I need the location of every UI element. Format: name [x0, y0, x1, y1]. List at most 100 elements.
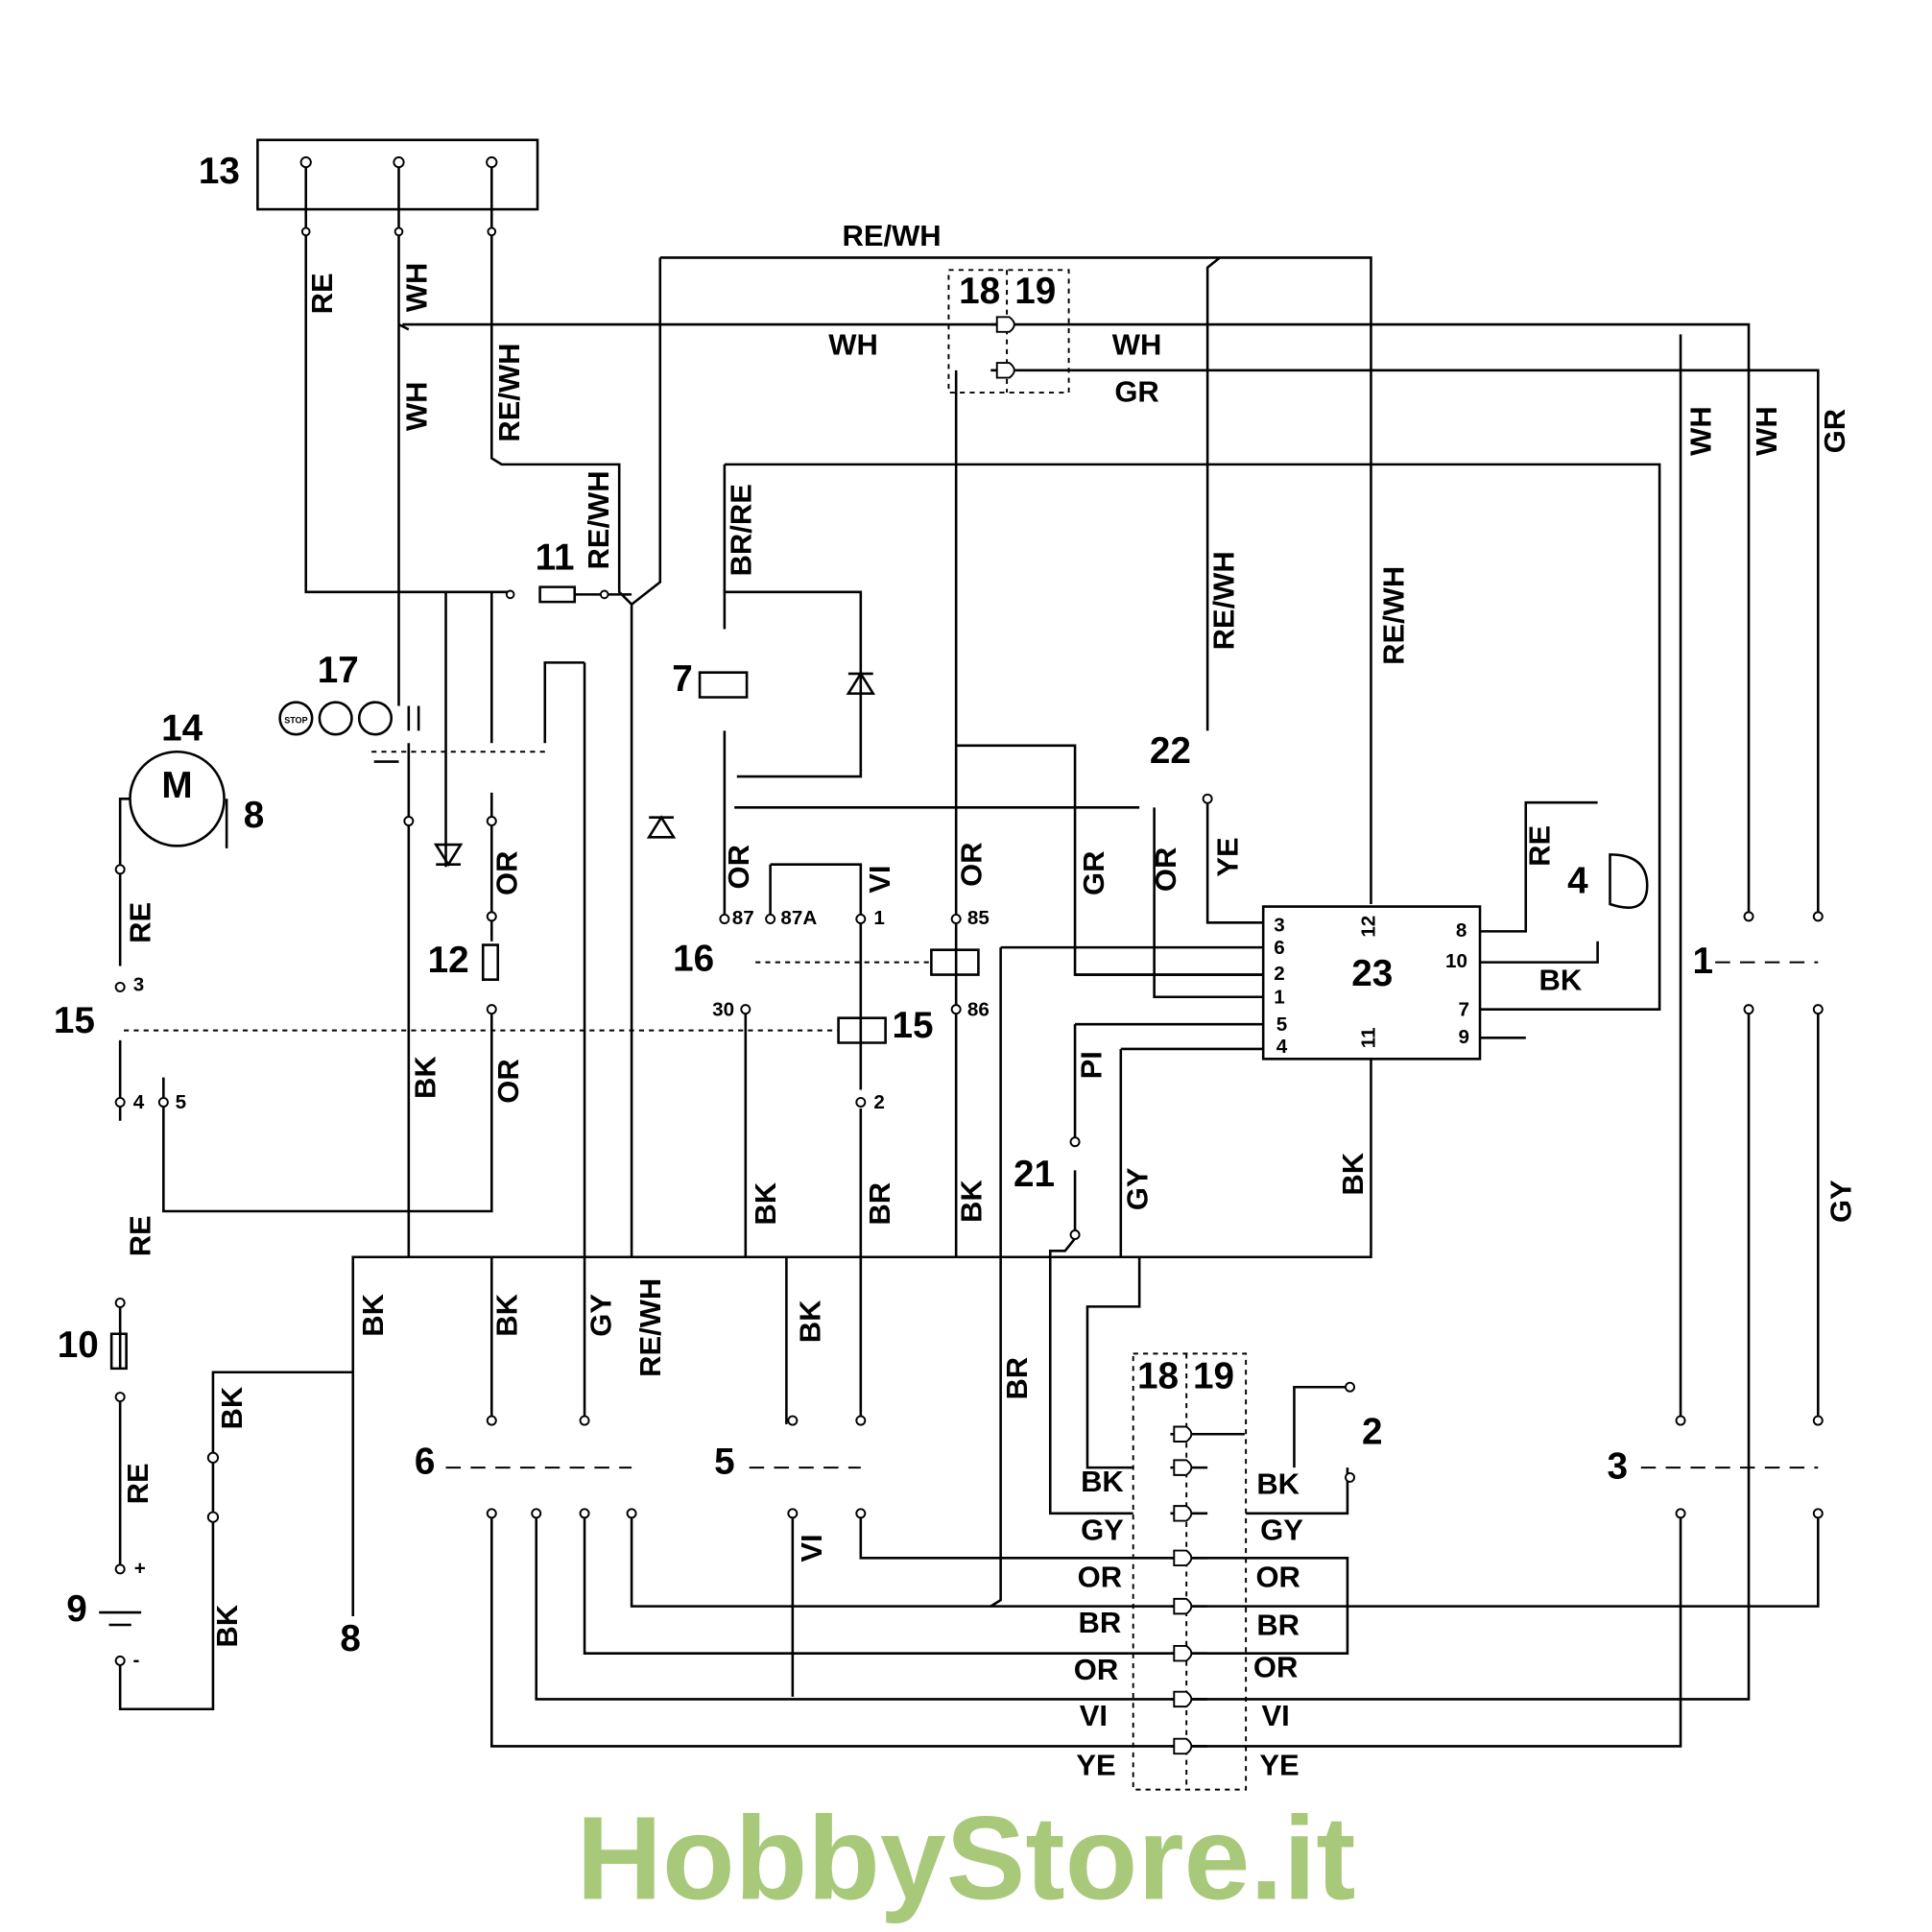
wire-label: BK — [954, 1180, 988, 1223]
motor-14 — [129, 750, 226, 847]
component-number: 14 — [161, 708, 203, 750]
pin-label: 86 — [967, 998, 990, 1020]
wire-label: GY — [584, 1294, 618, 1337]
stop-icon — [278, 701, 314, 736]
component-number: 21 — [1014, 1154, 1055, 1195]
pin-label: 6 — [1274, 937, 1284, 959]
wire-label: BK — [749, 1181, 782, 1225]
wire-label: BK — [1336, 1152, 1370, 1195]
pin-label: 4 — [1276, 1036, 1288, 1058]
wire-label: OR — [491, 1059, 525, 1103]
wire-label: WH — [399, 381, 433, 431]
pin-label: 5 — [1276, 1014, 1287, 1036]
connector-label: BK — [1256, 1467, 1300, 1501]
wire-label: PI — [1075, 1051, 1109, 1079]
connector-label: YE — [1076, 1749, 1115, 1782]
component-number: 6 — [415, 1441, 436, 1482]
motor-label: M — [161, 765, 192, 806]
pin-label: + — [134, 1557, 146, 1579]
component-number: 8 — [340, 1618, 361, 1659]
control-unit-23-box — [1261, 905, 1482, 1061]
wire-label: BK — [356, 1293, 390, 1336]
connector-labels: BK GY OR BR OR VI YE BK GY OR BR OR VI Y… — [1074, 1465, 1303, 1781]
wire-label: GR — [1077, 851, 1110, 895]
connector-label: OR — [1078, 1560, 1122, 1593]
component-number: 17 — [318, 650, 359, 691]
pin-label: 11 — [1358, 1027, 1380, 1048]
component-number: 18 — [1137, 1355, 1179, 1396]
pin-label: 2 — [873, 1091, 884, 1113]
pin-label: 10 — [1445, 950, 1467, 972]
component-numbers: 13 18 19 11 17 14 7 8 22 4 23 1 12 16 15… — [54, 151, 1713, 1659]
wire-label: OR — [954, 842, 988, 886]
pin-label: 3 — [1274, 915, 1284, 937]
wire-label: VI — [795, 1534, 828, 1562]
connector-label: BR — [1256, 1609, 1300, 1642]
wire-label: GR — [1818, 409, 1851, 453]
wire-label: RE — [305, 273, 339, 314]
wire-label: OR — [490, 851, 524, 895]
start-icon — [357, 701, 394, 736]
stop-label: STOP — [284, 715, 307, 725]
connector-label: YE — [1259, 1749, 1299, 1782]
wire-label: WH — [828, 327, 878, 361]
on-icon — [318, 701, 353, 736]
component-number: 5 — [714, 1441, 735, 1482]
wire-label: RE/WH — [492, 343, 526, 441]
component-number: 11 — [536, 537, 575, 578]
component-number: 23 — [1351, 953, 1393, 994]
wire-label: RE/WH — [1207, 551, 1241, 650]
component-number: 15 — [892, 1005, 933, 1046]
wire-label: GR — [1114, 375, 1158, 409]
wire-label: WH — [1112, 327, 1162, 361]
component-number: 15 — [54, 1000, 95, 1041]
component-number: 9 — [66, 1588, 87, 1630]
wire-label: BR/RE — [724, 484, 757, 576]
wire-label: RE — [1523, 825, 1557, 867]
wire-label: BR — [1000, 1357, 1034, 1400]
connector-label: OR — [1255, 1560, 1300, 1593]
wire-label: WH — [1683, 406, 1717, 456]
dashed-links — [124, 269, 1819, 1791]
connector-label: VI — [1261, 1699, 1289, 1732]
wire-label: BK — [408, 1056, 441, 1099]
pin-label: 9 — [1458, 1026, 1468, 1048]
component-number: 19 — [1014, 271, 1056, 312]
pin-label: 4 — [133, 1091, 145, 1113]
wire-label: BK — [490, 1293, 524, 1336]
wire-label: RE — [121, 1463, 155, 1504]
wire-label: VI — [863, 866, 896, 894]
pin-label: 5 — [176, 1091, 186, 1113]
wire-label: OR — [722, 845, 755, 889]
wires — [99, 138, 1820, 1748]
wire-label: BR — [863, 1182, 896, 1226]
wire-label: BK — [794, 1300, 827, 1343]
watermark: HobbyStore.it — [577, 1793, 1356, 1925]
connector-label: GY — [1081, 1513, 1124, 1546]
pin-label: 3 — [133, 974, 144, 996]
wire-label: WH — [399, 263, 433, 313]
pin-label: 12 — [1358, 916, 1380, 938]
component-number: 7 — [672, 658, 693, 700]
component-number: 16 — [673, 939, 714, 980]
component-number: 1 — [1693, 941, 1714, 982]
wire-label: WH — [1750, 406, 1783, 456]
pin-labels: 87 87A 1 85 30 86 2 3 4 5 3 6 2 1 5 4 12… — [133, 715, 1469, 1670]
wire-label: RE/WH — [1376, 566, 1410, 665]
fuse-11 — [538, 585, 577, 604]
component-number: 18 — [959, 271, 1000, 312]
pin-label: 87 — [732, 907, 754, 929]
component-number: 13 — [199, 151, 240, 192]
component-number: 8 — [244, 795, 265, 836]
pin-label: 7 — [1458, 998, 1468, 1020]
connector-label: OR — [1074, 1653, 1118, 1686]
wire-label: RE — [124, 902, 157, 943]
component-number: 10 — [58, 1324, 99, 1366]
connector-pins — [114, 155, 1824, 1755]
component-number: 3 — [1607, 1446, 1628, 1488]
wire-label: GY — [1824, 1180, 1857, 1223]
connector-label: BR — [1079, 1606, 1122, 1639]
wire-label: GY — [1120, 1167, 1154, 1210]
wire-label: BK — [1539, 963, 1583, 996]
